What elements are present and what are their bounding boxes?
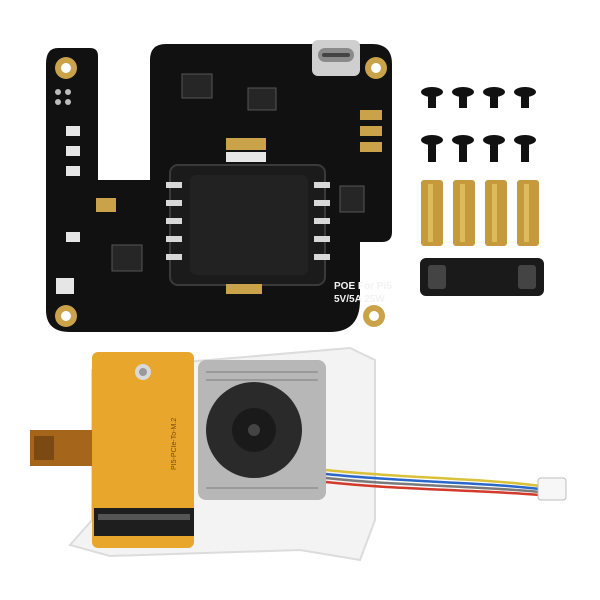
smd-components: [55, 73, 382, 294]
usb-c-port: [312, 40, 360, 76]
fan-wire: [325, 476, 541, 494]
screw: [452, 135, 474, 162]
screw: [483, 135, 505, 162]
fan-wire: [325, 480, 541, 497]
adapter-silk-text: PI5-PCIe-To-M.2: [171, 418, 178, 470]
fan-cable: [325, 468, 541, 497]
fan-wire: [325, 472, 541, 491]
orange-adapter-pcb: [92, 352, 194, 548]
poe-hat-board: POE For Pi5 5V/5A 25W: [46, 40, 392, 332]
pcie-ribbon-cable: [420, 258, 544, 296]
m2-slot: [94, 508, 194, 536]
screw: [514, 135, 536, 162]
nvme-fan-assembly: PI5-PCIe-To-M.2: [30, 346, 376, 562]
screw: [421, 87, 443, 108]
screw: [514, 87, 536, 108]
screw: [421, 135, 443, 162]
fan-heatsink-fins: [206, 371, 318, 489]
screw: [452, 87, 474, 108]
fan-wire: [325, 468, 541, 488]
screw: [483, 87, 505, 108]
screw-set: [421, 87, 536, 162]
poe-transformer: [166, 164, 330, 286]
poe-board-label-line1: POE For Pi5: [334, 281, 392, 292]
poe-board-label-line2: 5V/5A 25W: [334, 294, 385, 305]
fan-connector: [537, 477, 567, 501]
brass-standoffs: [421, 180, 539, 246]
